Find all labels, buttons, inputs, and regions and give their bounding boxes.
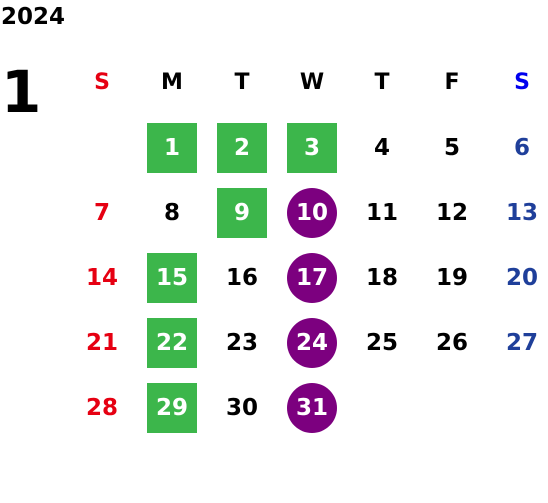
day-number — [497, 383, 547, 433]
day-cell-27[interactable]: 27 — [487, 310, 548, 375]
day-number: 22 — [147, 317, 197, 368]
day-number: 3 — [287, 122, 337, 173]
day-cell-26[interactable]: 26 — [417, 310, 487, 375]
day-cell-5[interactable]: 5 — [417, 115, 487, 180]
day-number: 2 — [217, 122, 267, 173]
day-number: 26 — [435, 329, 468, 356]
day-cell-empty — [417, 375, 487, 440]
day-cell-1[interactable]: 1 — [137, 115, 207, 180]
weekday-tuesday: T — [234, 70, 250, 95]
day-cell-13[interactable]: 13 — [487, 180, 548, 245]
day-number: 5 — [443, 134, 460, 161]
day-number: 13 — [505, 199, 538, 226]
day-number: 20 — [505, 264, 538, 291]
day-cell-19[interactable]: 19 — [417, 245, 487, 310]
week-row: 14 15 16 17 18 19 20 — [67, 245, 548, 310]
day-number: 6 — [513, 134, 530, 161]
day-number: 16 — [225, 264, 258, 291]
weekday-monday: M — [161, 70, 183, 95]
weekday-friday: F — [444, 70, 460, 95]
day-cell-31[interactable]: 31 — [277, 375, 347, 440]
day-number: 21 — [85, 329, 118, 356]
day-number — [357, 383, 407, 433]
day-cell-28[interactable]: 28 — [67, 375, 137, 440]
day-number: 14 — [85, 264, 118, 291]
day-cell-empty — [347, 375, 417, 440]
day-cell-20[interactable]: 20 — [487, 245, 548, 310]
day-cell-11[interactable]: 11 — [347, 180, 417, 245]
day-number: 4 — [373, 134, 390, 161]
day-cell-29[interactable]: 29 — [137, 375, 207, 440]
day-cell-14[interactable]: 14 — [67, 245, 137, 310]
day-cell-9[interactable]: 9 — [207, 180, 277, 245]
day-number: 7 — [93, 199, 110, 226]
day-number: 24 — [287, 317, 337, 368]
month-label: 1 — [1, 58, 42, 126]
weekday-sunday: S — [94, 70, 110, 95]
day-cell-8[interactable]: 8 — [137, 180, 207, 245]
day-cell-30[interactable]: 30 — [207, 375, 277, 440]
day-cell-16[interactable]: 16 — [207, 245, 277, 310]
day-cell-6[interactable]: 6 — [487, 115, 548, 180]
day-cell-12[interactable]: 12 — [417, 180, 487, 245]
day-number: 11 — [365, 199, 398, 226]
day-cell-3[interactable]: 3 — [277, 115, 347, 180]
day-cell-24[interactable]: 24 — [277, 310, 347, 375]
weekday-thursday: T — [374, 70, 390, 95]
day-number: 18 — [365, 264, 398, 291]
day-number: 23 — [225, 329, 258, 356]
day-number: 1 — [147, 122, 197, 173]
day-cell-23[interactable]: 23 — [207, 310, 277, 375]
day-number: 10 — [287, 187, 337, 238]
week-row: 21 22 23 24 25 26 27 — [67, 310, 548, 375]
day-number — [427, 383, 477, 433]
day-number: 29 — [147, 382, 197, 433]
day-number: 9 — [217, 187, 267, 238]
day-cell-18[interactable]: 18 — [347, 245, 417, 310]
day-number: 19 — [435, 264, 468, 291]
day-number: 8 — [163, 199, 180, 226]
year-label: 2024 — [1, 4, 66, 30]
day-cell-10[interactable]: 10 — [277, 180, 347, 245]
week-row: 28 29 30 31 — [67, 375, 548, 440]
day-number: 17 — [287, 252, 337, 303]
day-cell-empty — [487, 375, 548, 440]
day-cell-25[interactable]: 25 — [347, 310, 417, 375]
day-cell-2[interactable]: 2 — [207, 115, 277, 180]
weekday-saturday: S — [514, 70, 530, 95]
day-cell-17[interactable]: 17 — [277, 245, 347, 310]
day-number: 30 — [225, 394, 258, 421]
weekday-header-row: S M T W T F S — [67, 50, 548, 115]
day-cell-4[interactable]: 4 — [347, 115, 417, 180]
weekday-wednesday: W — [299, 70, 325, 95]
day-number: 27 — [505, 329, 538, 356]
day-number — [77, 123, 127, 173]
day-cell-15[interactable]: 15 — [137, 245, 207, 310]
day-number: 12 — [435, 199, 468, 226]
day-cell-7[interactable]: 7 — [67, 180, 137, 245]
day-number: 15 — [147, 252, 197, 303]
day-number: 25 — [365, 329, 398, 356]
week-row: 7 8 9 10 11 12 13 — [67, 180, 548, 245]
day-cell-empty — [67, 115, 137, 180]
day-cell-22[interactable]: 22 — [137, 310, 207, 375]
day-number: 28 — [85, 394, 118, 421]
day-cell-21[interactable]: 21 — [67, 310, 137, 375]
day-number: 31 — [287, 382, 337, 433]
